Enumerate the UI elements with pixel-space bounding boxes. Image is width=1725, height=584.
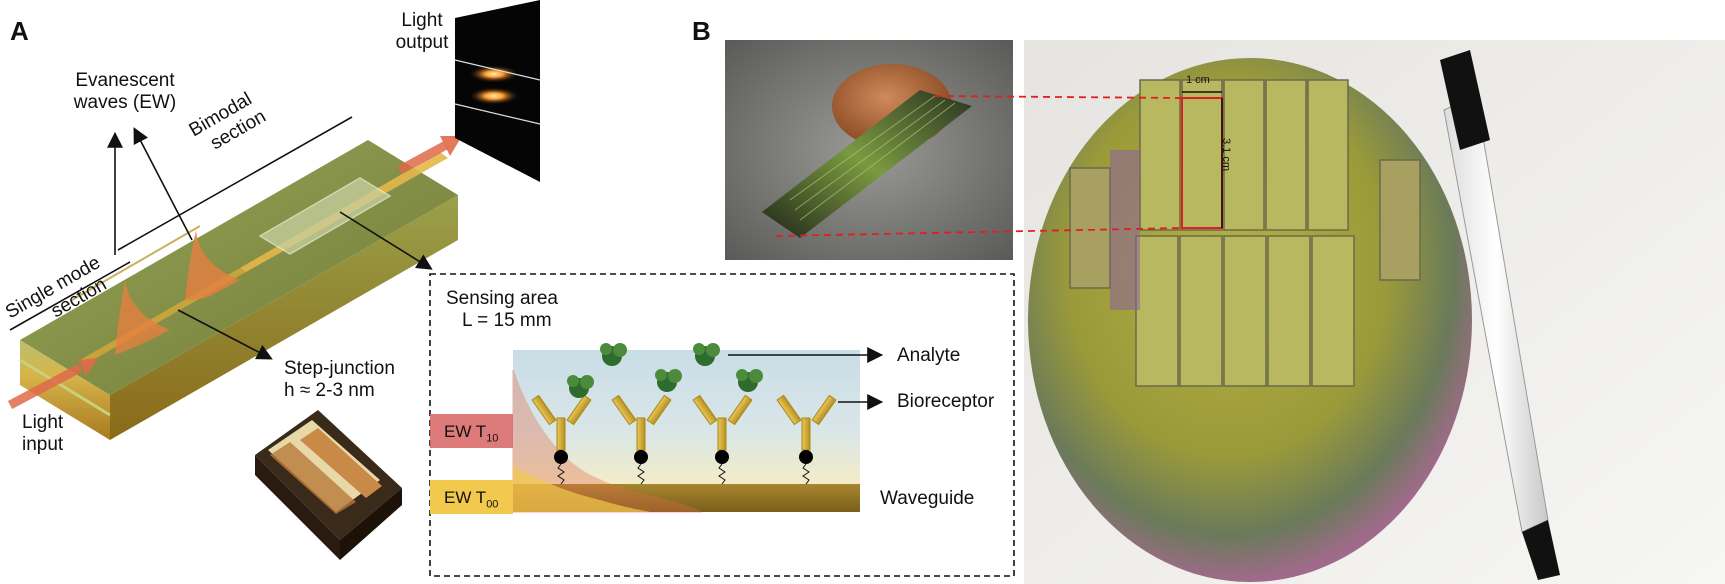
bimodal-line bbox=[117, 116, 353, 251]
pen-tip bbox=[1522, 520, 1560, 580]
pen-cap bbox=[1440, 50, 1490, 150]
ew-t10-box bbox=[430, 414, 513, 448]
ew-t10-profile bbox=[512, 369, 703, 513]
light-input-beam bbox=[7, 364, 83, 409]
ew-t00-label: EW T00 bbox=[444, 488, 499, 511]
output-spot-upper bbox=[468, 65, 520, 83]
light-output-beam bbox=[397, 141, 449, 174]
chip-width-label: 1 cm bbox=[1186, 74, 1210, 86]
afm-step-junction-image bbox=[255, 410, 402, 560]
linker-dots bbox=[554, 450, 813, 464]
linker-springs bbox=[557, 463, 810, 485]
panel-b-letter: B bbox=[692, 16, 711, 46]
ew-t00-profile bbox=[513, 466, 650, 512]
bioreceptor-label: Bioreceptor bbox=[897, 391, 995, 412]
connector-top bbox=[934, 95, 1183, 99]
analyte-label: Analyte bbox=[897, 345, 961, 366]
ew-t00-box bbox=[430, 480, 513, 514]
panel-a-letter: A bbox=[10, 16, 29, 46]
chip-front-face bbox=[20, 340, 110, 440]
sensing-area-label: Sensing area L = 15 mm bbox=[446, 288, 558, 331]
chip-photo bbox=[762, 90, 972, 238]
bioreceptors bbox=[531, 394, 837, 451]
wafer-chip-grid bbox=[1069, 79, 1421, 387]
analyte-molecules bbox=[567, 343, 763, 398]
ew-t10-label: EW T10 bbox=[444, 422, 499, 445]
connector-bottom bbox=[775, 227, 1183, 237]
waveguide-label: Waveguide bbox=[880, 488, 975, 509]
chip-height-label: 3.1 cm bbox=[1220, 138, 1232, 172]
evanescent-wave-1 bbox=[115, 280, 170, 355]
chip-side-face bbox=[110, 195, 458, 440]
sensing-window bbox=[258, 177, 392, 255]
single-mode-line bbox=[9, 261, 131, 331]
evanescent-wave-2 bbox=[185, 230, 240, 300]
output-spot-lower bbox=[468, 87, 520, 105]
